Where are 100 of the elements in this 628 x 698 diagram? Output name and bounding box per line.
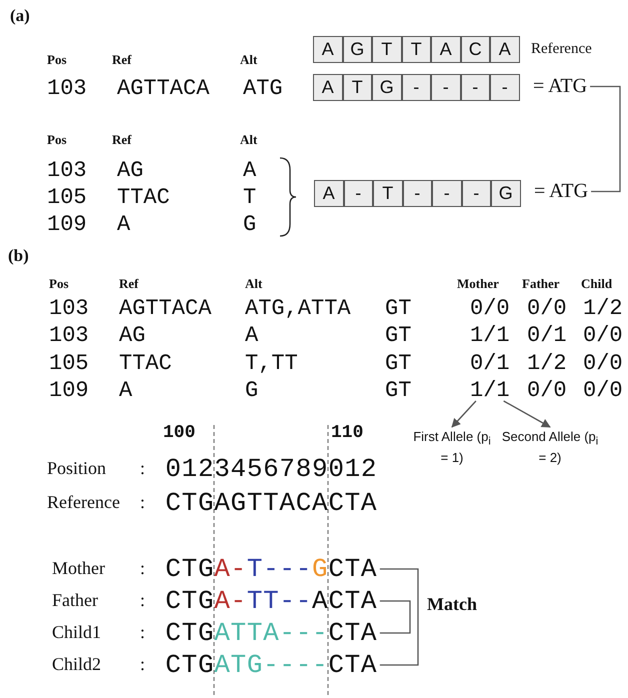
table-value: 1/1 [470, 323, 510, 348]
bracket-connector [380, 600, 411, 634]
table-value: A [243, 158, 256, 183]
row-label: Child2 [52, 654, 102, 675]
column-header: Alt [245, 276, 262, 292]
sequence-cell: A [490, 36, 520, 63]
column-header: Ref [119, 276, 138, 292]
sequence-cell: T [373, 180, 402, 207]
row-label: Mother [52, 558, 105, 579]
sequence-cell: T [342, 74, 372, 101]
colon: : [140, 458, 146, 479]
row-label: Child1 [52, 622, 102, 643]
table-value: 1/2 [583, 296, 623, 321]
sequence-cell: A [314, 180, 344, 207]
column-header: Pos [47, 52, 66, 68]
table-value: AG [119, 323, 146, 348]
sequence-cell: G [372, 74, 402, 101]
result-text: = ATG [534, 180, 588, 203]
sequence-cell: - [402, 74, 431, 101]
table-value: T,TT [245, 351, 298, 376]
arrow [451, 400, 476, 428]
table-value: GT [385, 323, 412, 348]
table-value: TTAC [117, 185, 170, 210]
table-value: AGTTACA [119, 296, 212, 321]
table-value: A [119, 378, 132, 403]
table-value: TTAC [119, 351, 172, 376]
table-value: 103 [49, 296, 89, 321]
table-value: AG [117, 158, 144, 183]
aligned-sequence: CTGA-T---GCTA [165, 555, 377, 583]
table-value: 0/0 [527, 296, 567, 321]
table-value: 103 [47, 76, 87, 101]
colon: : [140, 492, 146, 513]
aligned-sequence: CTGA-TT--ACTA [165, 587, 377, 615]
row-label: Father [52, 590, 98, 611]
table-value: G [243, 212, 256, 237]
column-header: Alt [240, 132, 258, 148]
colon: : [140, 654, 146, 675]
sequence-cell: G [491, 180, 520, 207]
sequence-cell: T [402, 36, 431, 63]
table-value: 0/0 [470, 296, 510, 321]
row-label: Reference [47, 492, 120, 513]
table-value: 103 [49, 323, 89, 348]
aligned-sequence: CTGATG----CTA [165, 651, 377, 679]
position-digits: 0123456789012 [165, 455, 377, 483]
sequence-cell: - [432, 180, 462, 207]
table-value: 0/0 [583, 323, 623, 348]
table-value: A [117, 212, 130, 237]
allele-caption: First Allele (p$_{i}$ = 1) [410, 429, 494, 465]
column-header: Ref [112, 132, 132, 148]
table-value: 0/1 [527, 323, 567, 348]
sequence-text: CTGAGTTACACTA [165, 489, 377, 517]
table-value: T [243, 185, 256, 210]
table-value: 0/0 [527, 378, 567, 403]
row-caption: Reference [531, 41, 592, 58]
sequence-cell: A [313, 36, 342, 63]
column-header: Alt [240, 52, 258, 68]
table-value: AGTTACA [117, 76, 210, 101]
row-label: Position [47, 458, 106, 479]
table-value: ATG,ATTA [245, 296, 351, 321]
colon: : [140, 622, 146, 643]
sequence-cell: - [431, 74, 460, 101]
sequence-cell: - [460, 74, 490, 101]
table-value: GT [385, 378, 412, 403]
table-value: GT [385, 351, 412, 376]
aligned-sequence: CTGATTA---CTA [165, 619, 377, 647]
bracket-connector [380, 568, 419, 666]
column-header: Ref [112, 52, 132, 68]
bracket-label: Match [427, 594, 477, 615]
sequence-cell: G [342, 36, 372, 63]
column-header: Father [522, 276, 560, 292]
column-header: Pos [49, 276, 68, 292]
table-value: 105 [49, 351, 89, 376]
table-value: 1/2 [527, 351, 567, 376]
column-header: Child [581, 276, 612, 292]
sequence-cell: C [460, 36, 490, 63]
allele-caption: Second Allele (p$_{i}$ = 2) [498, 429, 602, 465]
genotype-value: 1/1 [470, 378, 510, 403]
colon: : [140, 558, 146, 579]
panel-label: (b) [8, 246, 29, 266]
column-header: Mother [457, 276, 499, 292]
sequence-cell: - [402, 180, 432, 207]
sequence-cell: - [344, 180, 373, 207]
sequence-cell: T [372, 36, 402, 63]
tick-label: 110 [331, 423, 364, 443]
panel-label: (a) [10, 6, 30, 26]
table-value: 0/1 [470, 351, 510, 376]
table-value: 109 [47, 212, 87, 237]
sequence-cell: - [462, 180, 491, 207]
tick-label: 100 [163, 423, 196, 443]
table-value: GT [385, 296, 412, 321]
colon: : [140, 590, 146, 611]
table-value: G [245, 378, 258, 403]
sequence-cell: A [431, 36, 460, 63]
result-text: = ATG [533, 75, 588, 98]
column-header: Pos [47, 132, 66, 148]
table-value: ATG [243, 76, 283, 101]
sequence-cell: - [490, 74, 520, 101]
table-value: A [245, 323, 258, 348]
table-value: 0/0 [583, 378, 623, 403]
arrow [503, 400, 551, 428]
